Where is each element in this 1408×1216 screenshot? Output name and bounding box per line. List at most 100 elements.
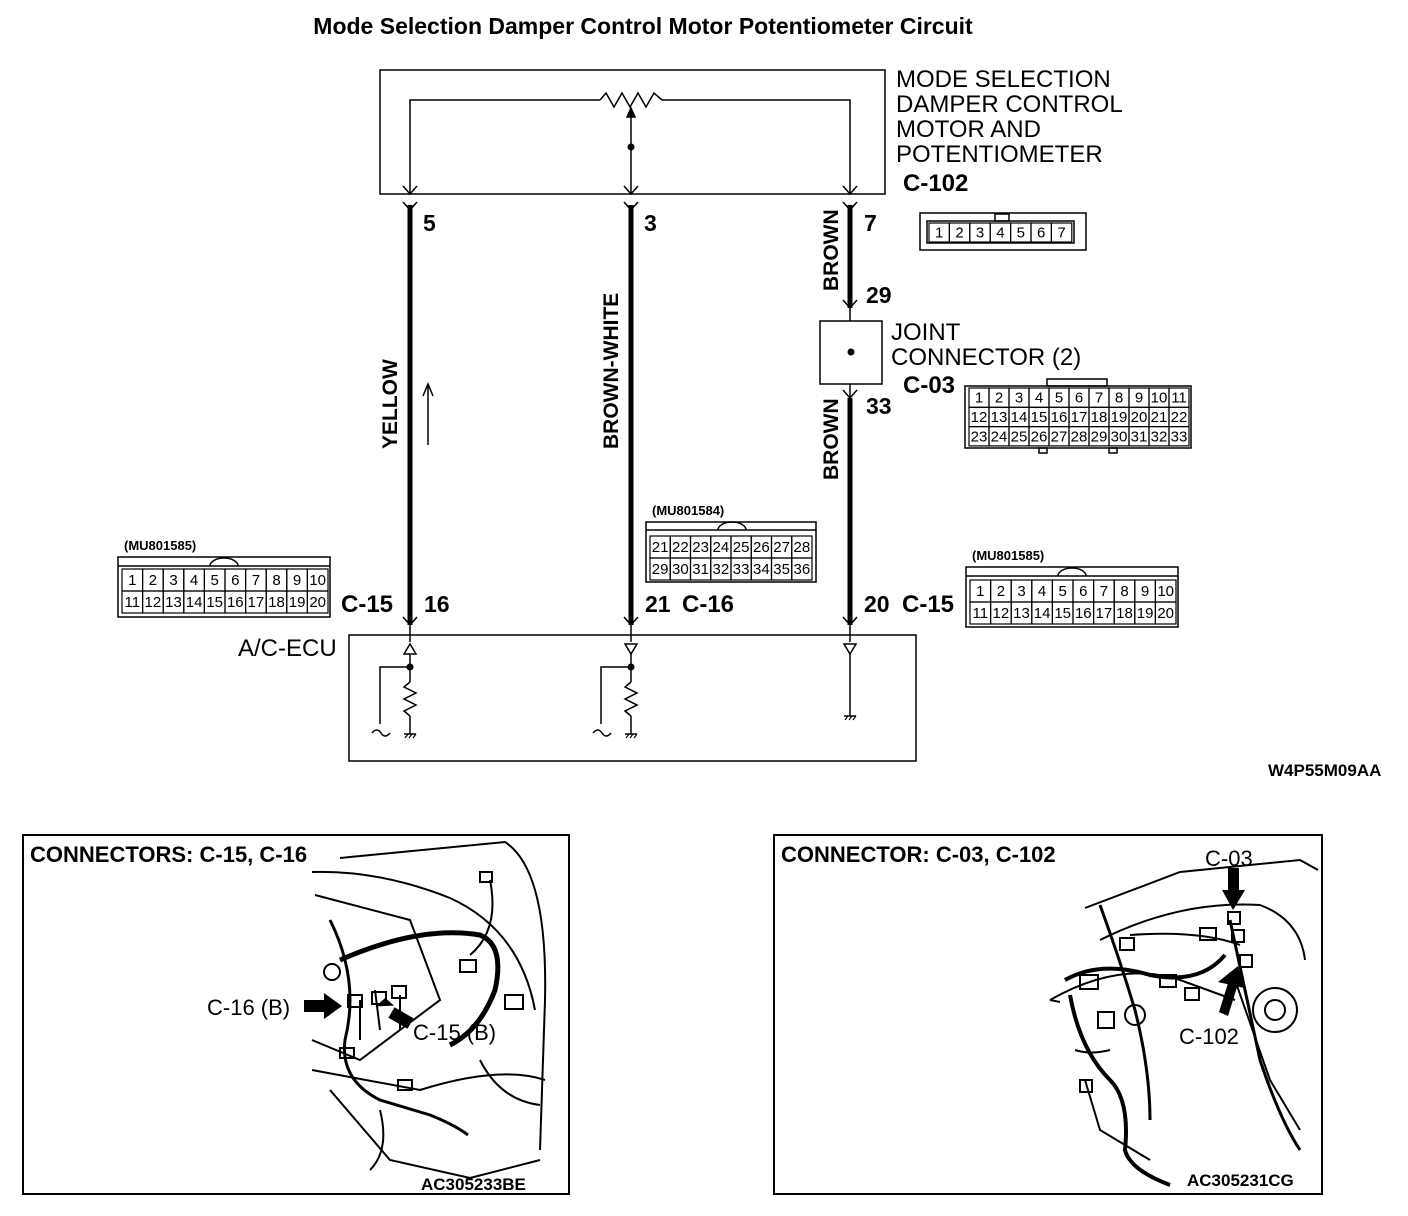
diagram-code: W4P55M09AA <box>1268 761 1381 780</box>
pin-number: 36 <box>794 561 811 578</box>
pin-number: 32 <box>1151 428 1168 445</box>
pin-number: 9 <box>1141 583 1149 600</box>
c03-connector-face <box>964 378 1192 454</box>
pin-number: 1 <box>976 583 984 600</box>
resistor-symbol <box>599 91 663 109</box>
pin-number: 18 <box>1116 605 1133 622</box>
wiper-junction <box>627 143 635 151</box>
joint-label-1: JOINT <box>891 319 961 346</box>
pin-number: 28 <box>794 539 811 556</box>
c102-connector-face <box>919 212 1087 251</box>
pin-cell <box>306 590 329 614</box>
pin-number: 32 <box>713 561 730 578</box>
pin-number: 20 <box>1131 409 1148 426</box>
pin-number: 27 <box>1051 428 1068 445</box>
pin-number: 9 <box>293 572 301 589</box>
motor-pin-5: 5 <box>423 210 436 236</box>
pin-number: 10 <box>309 572 326 589</box>
pin-number: 7 <box>1100 583 1108 600</box>
pin-number: 3 <box>169 572 177 589</box>
pin-number: 34 <box>753 561 770 578</box>
pin-number: 2 <box>997 583 1005 600</box>
joint-pin-29: 29 <box>866 282 892 308</box>
pointer-arrow-c15 <box>375 997 414 1029</box>
panel-right-code: AC305231CG <box>1187 1171 1294 1190</box>
joint-pin-33: 33 <box>866 393 892 419</box>
connector-right-face <box>965 566 1179 628</box>
pin-number: 11 <box>1171 390 1187 407</box>
pin-number: 4 <box>996 225 1004 242</box>
ecu-connector-right: C-15 <box>902 591 954 618</box>
pin-number: 17 <box>1071 409 1088 426</box>
pin-number: 2 <box>955 225 963 242</box>
pin-number: 11 <box>125 594 141 611</box>
pin-number: 17 <box>248 594 265 611</box>
pin-number: 16 <box>1051 409 1068 426</box>
pin-number: 21 <box>1151 409 1168 426</box>
pin-cell <box>791 557 813 581</box>
joint-connector-id: C-03 <box>903 372 955 399</box>
dashboard-illustration-left <box>311 840 547 1180</box>
panel-right-frame <box>773 834 1323 1195</box>
ecu-connector-mid: C-16 <box>682 591 734 618</box>
pin-number: 15 <box>206 594 223 611</box>
motor-connector-id: C-102 <box>903 170 968 197</box>
pin-number: 8 <box>1120 583 1128 600</box>
pin-number: 16 <box>227 594 244 611</box>
panel-left-code: AC305233BE <box>421 1175 526 1194</box>
panel-left-frame <box>22 834 570 1195</box>
pin-number: 15 <box>1054 605 1071 622</box>
pin-number: 4 <box>1038 583 1046 600</box>
motor-pin-7: 7 <box>864 210 877 236</box>
pin-number: 19 <box>289 594 306 611</box>
pin-number: 5 <box>1017 225 1025 242</box>
pin-number: 7 <box>1057 225 1065 242</box>
pin-number: 33 <box>1171 428 1188 445</box>
pin-number: 27 <box>773 539 790 556</box>
pin-number: 30 <box>1111 428 1128 445</box>
pin-number: 23 <box>692 539 709 556</box>
ecu-pin-20: 20 <box>864 591 890 617</box>
pin-number: 25 <box>733 539 750 556</box>
pin-number: 5 <box>1059 583 1067 600</box>
ground-hatch <box>404 715 857 739</box>
panel-left-title: CONNECTORS: C-15, C-16 <box>30 842 307 867</box>
pointer-arrow-c102 <box>1218 966 1244 1016</box>
wire-label-yellow: YELLOW <box>379 359 402 449</box>
motor-label-1: MODE SELECTION <box>896 66 1111 93</box>
pin-number: 8 <box>272 572 280 589</box>
pin-number: 20 <box>1157 605 1174 622</box>
pin-number: 23 <box>971 428 988 445</box>
pin-number: 19 <box>1111 409 1128 426</box>
joint-connector-box <box>819 299 883 400</box>
pin-number: 3 <box>976 225 984 242</box>
pin-cell <box>1154 601 1177 625</box>
pin-number: 12 <box>145 594 162 611</box>
ecu-pin-21: 21 <box>645 591 671 617</box>
ecu-box <box>348 625 917 762</box>
pin-number: 14 <box>186 594 203 611</box>
pointer-arrow-c16 <box>304 993 342 1019</box>
pin-number: 14 <box>1011 409 1028 426</box>
callout-c16-b: C-16 (B) <box>207 995 290 1020</box>
motor-label-3: MOTOR AND <box>896 116 1041 143</box>
pin-number: 7 <box>252 572 260 589</box>
connector-left-face <box>117 556 331 618</box>
joint-label-2: CONNECTOR (2) <box>891 344 1081 371</box>
pin-number: 6 <box>1079 583 1087 600</box>
pin-number: 12 <box>971 409 988 426</box>
pin-number: 29 <box>1091 428 1108 445</box>
ecu-pin-16: 16 <box>424 591 450 617</box>
pin-number: 14 <box>1034 605 1051 622</box>
connector-mid-face <box>645 521 817 583</box>
pin-number: 1 <box>128 572 136 589</box>
pin-number: 29 <box>652 561 669 578</box>
pin-number: 10 <box>1157 583 1174 600</box>
pin-number: 22 <box>672 539 689 556</box>
pin-number: 33 <box>733 561 750 578</box>
pin-number: 24 <box>991 428 1008 445</box>
panel-right-title: CONNECTOR: C-03, C-102 <box>781 842 1056 867</box>
pin-number: 26 <box>1031 428 1048 445</box>
pin-number: 6 <box>231 572 239 589</box>
